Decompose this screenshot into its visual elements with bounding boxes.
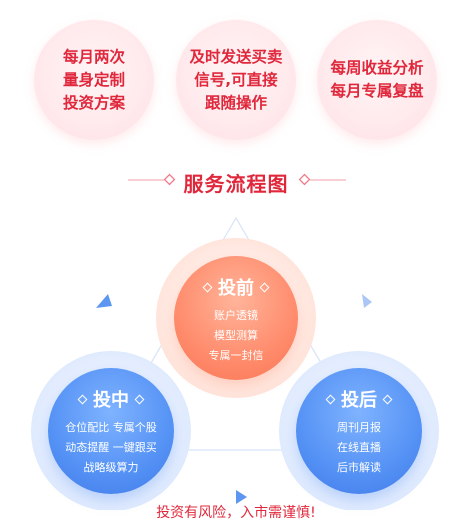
flow-node-pre-item: 账户透镜 [214, 309, 258, 322]
diamond-icon [134, 394, 145, 404]
feature-badge-signal-text: 及时发送买卖 信号,可直接 跟随操作 [189, 47, 283, 112]
feature-badge-review: 每周收益分析 每月专属复盘 [317, 20, 437, 140]
flow-node-pre: 投前 账户透镜 模型测算 专属一封信 [174, 256, 298, 380]
diamond-icon [202, 282, 213, 292]
feature-badge-plan: 每月两次 量身定制 投资方案 [34, 20, 154, 140]
arrow-mid-to-post [236, 490, 247, 504]
flow-node-mid-item: 仓位配比 专属个股 [65, 421, 157, 434]
title-decoration-left [128, 173, 176, 186]
flow-node-post-title: 投后 [341, 390, 377, 411]
flow-node-mid-item: 动态提醒 一键跟买 [65, 441, 157, 454]
flow-node-post-item: 在线直播 [337, 441, 381, 454]
diamond-icon [382, 394, 393, 404]
flow-node-post: 投后 周刊月报 在线直播 后市解读 [296, 368, 422, 494]
title-decoration-right [298, 173, 346, 186]
diamond-icon [259, 282, 270, 292]
flow-node-post-item: 周刊月报 [337, 421, 381, 434]
arrow-post-to-pre [362, 294, 372, 308]
flow-node-mid-title: 投中 [93, 390, 129, 411]
diamond-icon [77, 394, 88, 404]
section-title: 服务流程图 [183, 172, 289, 196]
feature-badge-review-text: 每周收益分析 每月专属复盘 [330, 59, 424, 100]
flow-node-post-header: 投后 [325, 386, 393, 412]
flow-node-pre-header: 投前 [202, 274, 270, 300]
arrow-pre-to-mid [96, 294, 112, 308]
flow-node-post-item: 后市解读 [337, 461, 381, 474]
diamond-icon [325, 394, 336, 404]
flow-node-mid-items: 仓位配比 专属个股 动态提醒 一键跟买 战略级算力 [65, 418, 157, 478]
feature-badge-signal: 及时发送买卖 信号,可直接 跟随操作 [176, 20, 296, 140]
flow-node-mid: 投中 仓位配比 专属个股 动态提醒 一键跟买 战略级算力 [48, 368, 174, 494]
flow-node-mid-header: 投中 [77, 386, 145, 412]
flow-node-post-items: 周刊月报 在线直播 后市解读 [337, 418, 381, 478]
flow-node-pre-item: 模型测算 [214, 329, 258, 342]
flow-node-pre-item: 专属一封信 [208, 349, 264, 362]
flow-node-pre-items: 账户透镜 模型测算 专属一封信 [209, 306, 264, 366]
flow-node-mid-item: 战略级算力 [83, 461, 139, 474]
feature-badge-plan-text: 每月两次 量身定制 投资方案 [62, 47, 125, 112]
risk-disclaimer: 投资有风险，入市需谨慎! [156, 505, 316, 521]
flow-node-pre-title: 投前 [218, 278, 254, 299]
